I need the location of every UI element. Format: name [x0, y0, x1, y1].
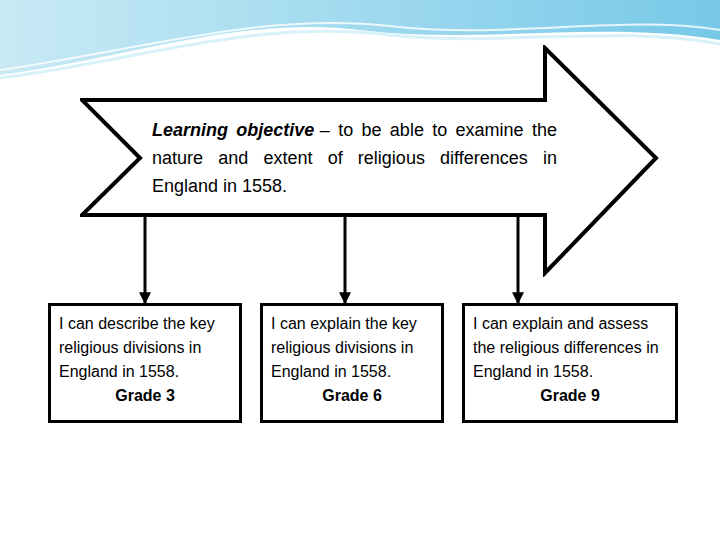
connector-arrow [144, 217, 147, 303]
grade-label: Grade 6 [271, 384, 433, 408]
arrow-shape [82, 48, 656, 273]
outcome-text: I can explain and assess the religious d… [473, 312, 667, 384]
wave-line [0, 23, 720, 70]
outcome-box: I can describe the key religious divisio… [48, 303, 242, 423]
objective-text: Learning objective– to be able to examin… [152, 116, 557, 200]
connector-arrow [344, 217, 347, 303]
grade-label: Grade 9 [473, 384, 667, 408]
objective-arrow: Learning objective– to be able to examin… [80, 45, 660, 277]
grade-label: Grade 3 [59, 384, 231, 408]
outcome-box: I can explain and assess the religious d… [462, 303, 678, 423]
wave-line [0, 31, 720, 78]
outcome-text: I can explain the key religious division… [271, 312, 433, 384]
objective-heading: Learning objective [152, 120, 314, 140]
outcome-box: I can explain the key religious division… [260, 303, 444, 423]
outcome-text: I can describe the key religious divisio… [59, 312, 231, 384]
wave-band [0, 0, 720, 75]
connector-arrow [517, 217, 520, 303]
